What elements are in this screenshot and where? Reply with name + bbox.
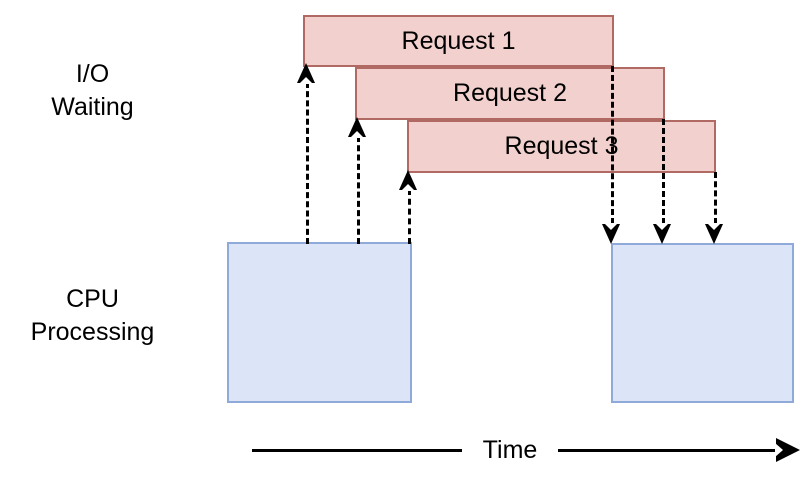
completion-arrow-2-head xyxy=(653,223,671,244)
dispatch-arrow-3-head xyxy=(399,170,417,191)
dispatch-arrow-2-head xyxy=(348,117,366,138)
cpu-block-left[interactable] xyxy=(227,242,412,403)
request-bar-1[interactable]: Request 1 xyxy=(303,15,614,67)
time-axis-arrow-icon xyxy=(775,438,800,462)
cpu-block-right[interactable] xyxy=(611,243,794,403)
lane-label-io-waiting: I/O Waiting xyxy=(51,60,134,121)
dispatch-arrow-2-line xyxy=(357,136,360,244)
request-bar-2-label: Request 2 xyxy=(453,79,567,107)
request-bar-2[interactable]: Request 2 xyxy=(355,67,665,120)
request-bar-3[interactable]: Request 3 xyxy=(407,120,716,173)
completion-arrow-1-line xyxy=(611,66,614,224)
dispatch-arrow-1-head xyxy=(297,63,315,84)
completion-arrow-1-head xyxy=(602,223,620,244)
request-bar-1-label: Request 1 xyxy=(401,26,516,55)
dispatch-arrow-3-line xyxy=(408,189,411,244)
dispatch-arrow-1-line xyxy=(306,82,309,244)
lane-label-cpu-processing: CPU Processing xyxy=(30,285,155,346)
request-bar-3-label: Request 3 xyxy=(504,132,619,160)
completion-arrow-3-head xyxy=(705,223,723,244)
completion-arrow-2-line xyxy=(662,119,665,224)
time-axis-label: Time xyxy=(462,434,558,466)
completion-arrow-3-line xyxy=(714,172,717,224)
